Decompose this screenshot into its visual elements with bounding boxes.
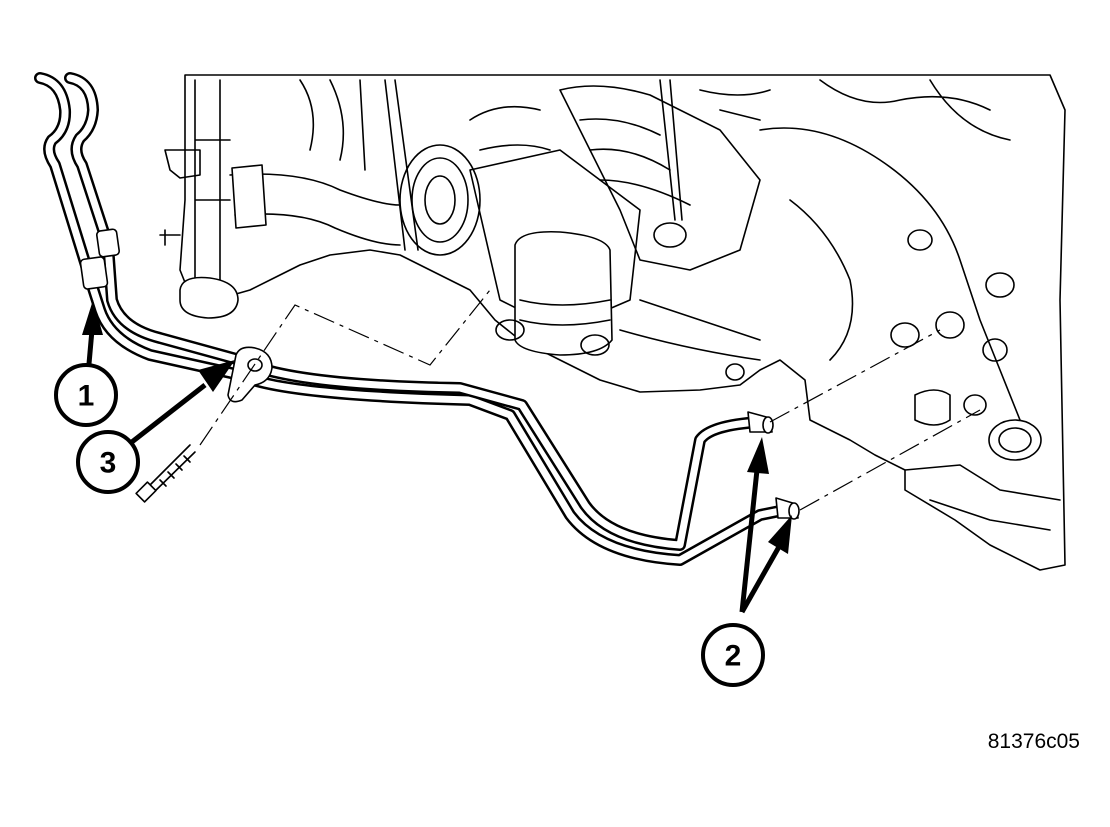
callout-1: 1 bbox=[54, 363, 118, 427]
callout-1-label: 1 bbox=[78, 380, 95, 413]
callout-2-label: 2 bbox=[725, 640, 742, 673]
cooler-lines bbox=[34, 72, 800, 566]
figure-part-number: 81376c05 bbox=[987, 730, 1080, 753]
engine-assembly bbox=[159, 74, 1066, 571]
leader-lines bbox=[199, 289, 981, 511]
callout-3-label: 3 bbox=[100, 447, 117, 480]
callout-3: 3 bbox=[76, 430, 140, 494]
callout-2: 2 bbox=[701, 623, 765, 687]
